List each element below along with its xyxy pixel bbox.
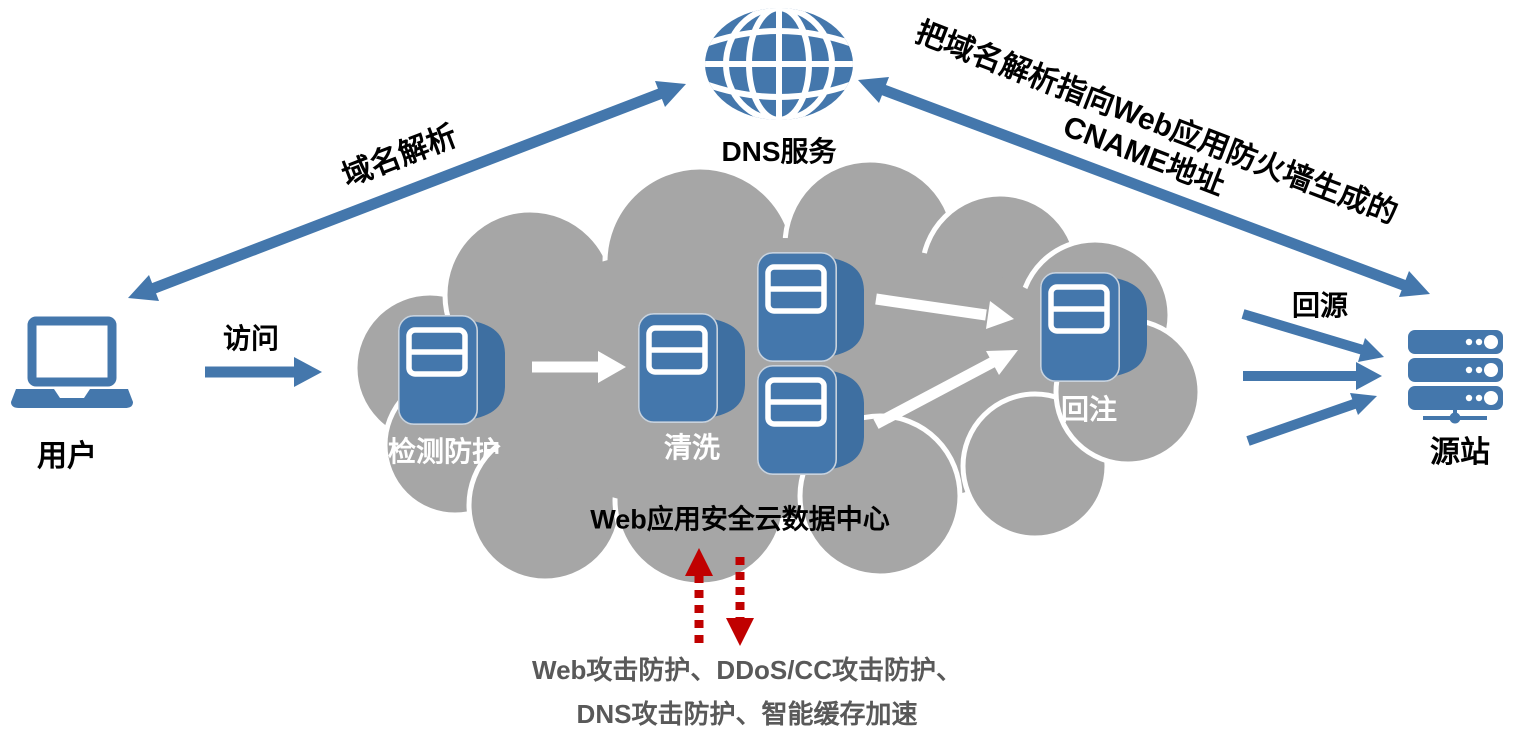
cloud-flow-arrows [532, 293, 1018, 429]
detect-node-label: 检测防护 [387, 435, 501, 467]
access-arrow-label: 访问 [222, 322, 280, 354]
origin-server-icon [1408, 330, 1503, 424]
feature-link-arrows [685, 548, 754, 646]
dns-label: DNS服务 [721, 135, 837, 167]
relay-server-top-icon [757, 252, 864, 362]
features-line2: DNS攻击防护、智能缓存加速 [576, 699, 918, 730]
origin-label: 源站 [1430, 435, 1490, 469]
user-label: 用户 [37, 439, 97, 473]
back-to-origin-arrows [1241, 309, 1384, 446]
access-arrow [205, 357, 322, 387]
clean-node-label: 清洗 [663, 431, 721, 463]
resolve-arrow [128, 81, 686, 301]
reinject-server-icon [1040, 272, 1147, 382]
features-line1: Web攻击防护、DDoS/CC攻击防护、 [532, 655, 962, 686]
back-to-origin-label: 回源 [1291, 289, 1349, 321]
detect-server-icon [398, 315, 505, 425]
reinject-node-label: 回注 [1060, 393, 1118, 425]
cname-arrow [858, 77, 1430, 297]
clean-server-icon [638, 313, 745, 423]
relay-server-bottom-icon [757, 365, 864, 475]
dns-globe-icon [705, 8, 853, 120]
cloud-title: Web应用安全云数据中心 [590, 504, 890, 535]
user-laptop-icon [11, 316, 133, 408]
